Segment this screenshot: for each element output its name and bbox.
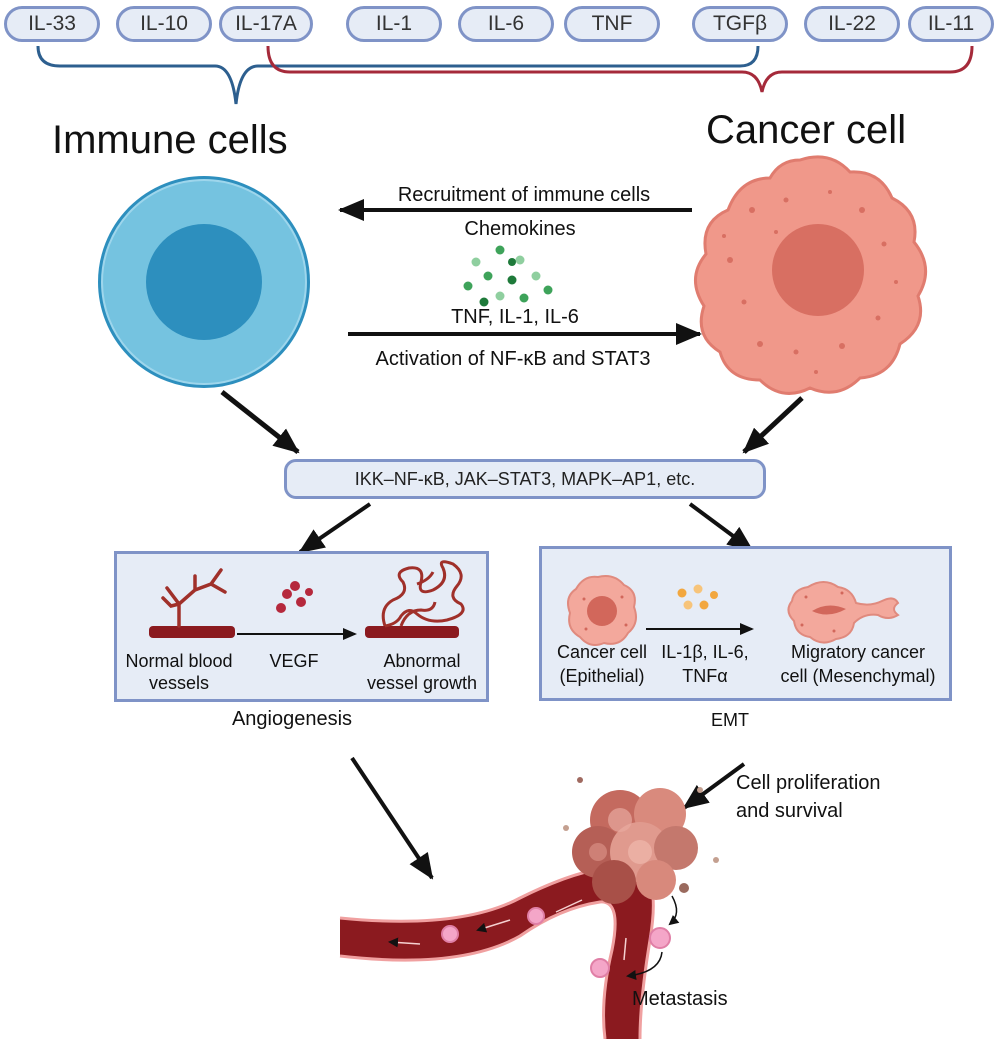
tnf-il-label: TNF, IL-1, IL-6 — [451, 306, 579, 328]
immune-cell — [98, 176, 310, 388]
migratory-label-line2: cell (Mesenchymal) — [780, 666, 936, 686]
tumor-mass — [563, 777, 719, 904]
mesenchymal-cell-icon — [787, 581, 900, 644]
cytokine-pill-il10: IL-10 — [116, 6, 212, 42]
migratory-label-line1: Migratory cancer — [790, 642, 926, 662]
normal-vessels-label-line1: Normal blood — [125, 651, 233, 671]
il-dots — [677, 584, 718, 610]
cancer-to-pathway-arrow — [742, 396, 804, 454]
cytokine-pill-tnf: TNF — [564, 6, 660, 42]
cell-to-vessel-curve-arrow — [626, 951, 663, 980]
angiogenesis-label: Angiogenesis — [231, 708, 353, 730]
emt-label: EMT — [711, 710, 749, 730]
pathway-box: IKK–NF-κB, JAK–STAT3, MAPK–AP1, etc. — [284, 459, 766, 499]
abnormal-vessel-icon — [365, 560, 465, 638]
angiogenesis-box: Normal blood vessels VEGF Abnormal vesse… — [114, 551, 489, 702]
tumor-to-cell-curve-arrow — [668, 895, 680, 926]
pathway-to-angiogenesis-arrow — [298, 502, 372, 554]
il-list-label-line1: IL-1β, IL-6, — [661, 642, 749, 662]
abnormal-label-line1: Abnormal — [383, 651, 461, 671]
immune-to-pathway-arrow — [220, 390, 300, 454]
il-list-label-line2: TNFα — [682, 666, 728, 686]
emt-box: Cancer cell (Epithelial) IL-1β, IL-6, TN… — [539, 546, 952, 701]
cytokine-pill-il17a: IL-17A — [219, 6, 313, 42]
angiogenesis-to-metastasis-arrow — [350, 756, 434, 880]
cytokine-pill-il22: IL-22 — [804, 6, 900, 42]
proliferation-label-line2: and survival — [736, 800, 843, 822]
proliferation-label-line1: Cell proliferation — [736, 772, 881, 794]
epithelial-cell-icon — [567, 575, 637, 646]
cancer-cell-title: Cancer cell — [706, 108, 907, 152]
chemokines-label: Chemokines — [464, 218, 576, 240]
pathway-to-emt-arrow — [688, 502, 754, 552]
cytokine-pill-il33: IL-33 — [4, 6, 100, 42]
vegf-dots — [276, 581, 313, 613]
cancer-brace — [266, 45, 974, 93]
activation-label: Activation of NF-κB and STAT3 — [375, 348, 651, 370]
cytokine-pill-il6: IL-6 — [458, 6, 554, 42]
abnormal-label-line2: vessel growth — [366, 673, 478, 693]
chemokine-dots — [463, 245, 553, 307]
normal-vessel-icon — [149, 568, 235, 638]
escaping-cancer-cell — [649, 927, 671, 949]
cytokine-pill-il11: IL-11 — [908, 6, 994, 42]
cancer-cell — [694, 155, 927, 395]
normal-vessels-label-line2: vessels — [148, 673, 210, 693]
immune-cells-title: Immune cells — [52, 118, 288, 162]
emt-graphic — [567, 575, 900, 646]
angiogenesis-graphic — [149, 560, 465, 640]
cytokine-pill-il1: IL-1 — [346, 6, 442, 42]
cytokine-pill-tgfb: TGFβ — [692, 6, 788, 42]
immune-brace — [36, 45, 760, 105]
vegf-label: VEGF — [269, 651, 319, 671]
recruitment-label: Recruitment of immune cells — [397, 184, 651, 206]
cancer-cell-small-label: Cancer cell — [556, 642, 648, 662]
epithelial-label: (Epithelial) — [559, 666, 645, 686]
emt-to-tumor-arrow — [682, 762, 746, 810]
metastasis-label: Metastasis — [632, 988, 728, 1010]
